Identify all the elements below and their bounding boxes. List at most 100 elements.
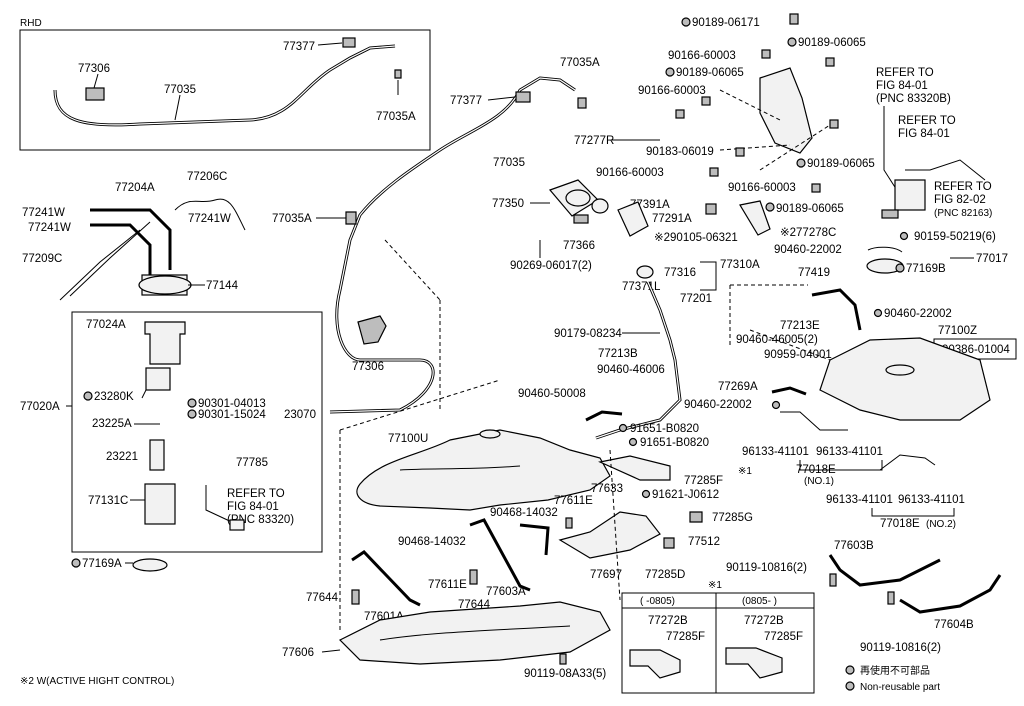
label-77035A-rhd: 77035A (376, 111, 416, 123)
label-77272B-b: 77272B (744, 615, 784, 627)
label-23070: 23070 (284, 409, 316, 421)
sub-tank-77100Z (819, 337, 991, 421)
label-77213B: 77213B (598, 348, 638, 360)
filler-pipe-77201 (595, 281, 682, 440)
label-77035-rhd: 77035 (164, 84, 196, 96)
label-77024A: 77024A (86, 319, 126, 331)
refer-2a: REFER TO (876, 67, 934, 79)
label-77285F-star: ※1 (738, 466, 752, 477)
strap-77611E (519, 523, 550, 556)
inset-col1: ( -0805) (640, 596, 675, 607)
label-77131C: 77131C (88, 495, 128, 507)
label-77310A: 77310A (720, 259, 760, 271)
label-77611E-a: 77611E (554, 495, 593, 507)
label-90159: 90159-50219(6) (914, 231, 996, 243)
label-77285F: 77285F (684, 475, 723, 487)
label-90166-60003-b: 90166-60003 (638, 85, 706, 97)
strap-77604B (899, 574, 1002, 614)
label-77285F-a: 77285F (666, 631, 705, 643)
label-77018E-b2: (NO.2) (926, 519, 956, 530)
label-77603B: 77603B (834, 540, 874, 552)
label-90166-60003-d: 90166-60003 (728, 182, 796, 194)
label-77611E-b: 77611E (428, 579, 467, 591)
label-77018E-a2: (NO.1) (804, 476, 834, 487)
label-96133-b: 96133-41101 (816, 446, 883, 458)
label-290105: ※290105-06321 (654, 232, 738, 244)
rhd-connector-77306 (85, 87, 105, 101)
refer-4c: (PNC 82163) (934, 208, 992, 219)
label-77204A: 77204A (115, 182, 155, 194)
label-77035A-top: 77035A (560, 57, 600, 69)
label-77285F-b: 77285F (764, 631, 803, 643)
strap-77601A (351, 550, 421, 607)
label-77306-rhd: 77306 (78, 63, 110, 75)
label-77306: 77306 (352, 361, 384, 373)
gasket-77316 (636, 265, 654, 279)
label-77213E: 77213E (780, 320, 820, 332)
sender-wire (905, 159, 986, 181)
label-77241W-b: 77241W (28, 222, 71, 234)
label-90460-46006: 90460-46006 (597, 364, 665, 376)
rhd-label: RHD (20, 18, 42, 29)
filter-77131C (144, 483, 176, 525)
label-90119-10816-a: 90119-10816(2) (726, 562, 807, 574)
label-90183-06019: 90183-06019 (646, 146, 714, 158)
label-77697: 77697 (590, 569, 622, 581)
label-77316: 77316 (664, 267, 696, 279)
rhd-clip-77035A (394, 69, 402, 79)
clip-77035A-top (577, 97, 587, 109)
pipe-77018E-no2 (879, 454, 936, 471)
inset-box (621, 592, 815, 694)
label-77644-a: 77644 (306, 592, 339, 604)
label-90189-06065-c: 90189-06065 (807, 158, 875, 170)
gasket-77291A (591, 198, 609, 214)
label-91651-B0820-b: 91651-B0820 (640, 437, 709, 449)
legend-jp: 再使用不可部品 (860, 664, 930, 677)
strap-77603A (469, 518, 531, 592)
label-77285D: 77285D (645, 569, 685, 581)
strap-77603B (828, 554, 941, 587)
pump-23221 (149, 439, 165, 471)
heat-shield-77277R (759, 67, 813, 154)
label-77209C: 77209C (22, 253, 62, 265)
connector-77377 (515, 91, 531, 103)
label-90468-14032-a: 90468-14032 (490, 507, 558, 519)
refer-2c: (PNC 83320B) (876, 93, 951, 105)
label-77785: 77785 (236, 457, 268, 469)
label-77241W-c: 77241W (188, 213, 231, 225)
label-77241W-a: 77241W (22, 207, 65, 219)
fuel-tank-77100U (356, 429, 611, 511)
refer-4b: FIG 82-02 (934, 194, 986, 206)
label-90189-06065-a: 90189-06065 (798, 37, 866, 49)
refer-2b: FIG 84-01 (876, 80, 928, 92)
pump-bracket-77024A (144, 321, 186, 365)
gasket-77169A (132, 558, 168, 572)
label-77606: 77606 (282, 647, 314, 659)
label-77269A: 77269A (718, 381, 758, 393)
rhd-box (19, 29, 431, 151)
pump-body (145, 367, 171, 391)
label-96133-c: 96133-41101 (826, 494, 893, 506)
label-77100U: 77100U (388, 433, 428, 445)
label-77169B: 77169B (906, 263, 946, 275)
protector-77606 (338, 601, 611, 665)
label-77371L: 77371L (622, 281, 661, 293)
label-90189-06171: 90189-06171 (692, 17, 760, 29)
label-90460-50008: 90460-50008 (518, 388, 586, 400)
hose-77213B (585, 410, 623, 422)
label-96133-d: 96133-41101 (898, 494, 965, 506)
label-77277R: 77277R (574, 135, 614, 147)
label-90460-22002-c: 90460-22002 (684, 399, 752, 411)
footnote: ※2 W(ACTIVE HIGHT CONTROL) (20, 676, 174, 687)
refer-1b: FIG 84-01 (227, 501, 279, 513)
wire-77206C (174, 198, 246, 231)
label-23221: 23221 (106, 451, 138, 463)
label-77603A: 77603A (486, 586, 526, 598)
label-90189-06065-b: 90189-06065 (676, 67, 744, 79)
refer-3b: FIG 84-01 (898, 128, 950, 140)
label-90468-14032-b: 90468-14032 (398, 536, 466, 548)
label-77017: 77017 (976, 253, 1008, 265)
harness-77204A (90, 208, 172, 285)
sender-gauge (894, 179, 926, 211)
label-90460-22002-b: 90460-22002 (884, 308, 952, 320)
